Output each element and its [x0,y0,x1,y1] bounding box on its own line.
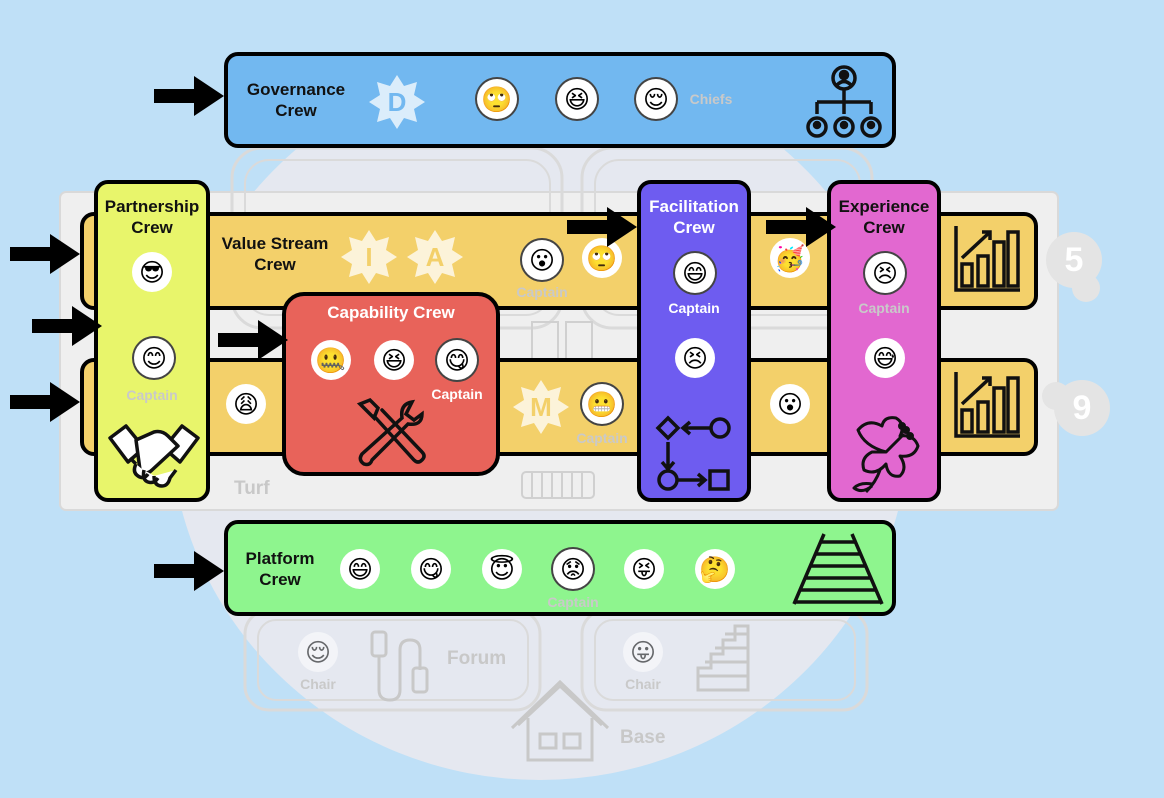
badge-m: M [530,391,552,422]
captain-face: 😟 [553,549,593,589]
badge-star-icon [341,230,397,284]
member-face: 😅 [865,338,905,378]
captain-label: Captain [516,284,568,300]
arrow-right-icon [32,306,102,346]
number-badge-9: 9 [1054,380,1110,436]
cable-icon [370,630,429,702]
member-face: 🤐 [311,340,351,380]
captain-label: Captain [431,386,483,402]
railway-track-icon [792,533,884,605]
arrow-right-icon [10,234,80,274]
badge-star-icon [407,230,463,284]
tools-icon [356,397,426,467]
partnership-title: Partnership Crew [104,197,200,237]
arrow-right-icon [567,207,637,247]
member-face: 😋 [411,549,451,589]
member-face: 😣 [675,338,715,378]
captain-face: 😄 [675,253,715,293]
member-face: 😎 [132,252,172,292]
captain-label: Captain [576,430,628,446]
capability-title: Capability Crew [327,303,455,322]
captain-face: 😊 [134,338,174,378]
value-stream-title: Value Stream Crew [221,234,329,274]
flow-diagram-icon [655,415,731,491]
bar-chart-icon [954,226,1020,292]
turf-label: Turf [234,478,270,499]
member-face: 😇 [482,549,522,589]
arrow-right-icon [218,320,288,360]
captain-label: Captain [858,300,910,316]
chair-label-left: Chair [300,676,336,692]
small-badge [1072,274,1100,302]
arrow-right-icon [766,207,836,247]
captain-label: Captain [126,387,178,403]
facilitation-title: Facilitation Crew [649,197,739,237]
chief-face: 😆 [557,79,597,119]
org-chart-icon [806,65,882,138]
captain-label: Captain [668,300,720,316]
chief-face: 😌 [636,79,676,119]
handshake-icon [108,424,200,488]
bar-chart-icon [954,372,1020,438]
badge-d: D [387,86,407,117]
member-face: 😆 [374,340,414,380]
captain-face: 😮 [522,240,562,280]
member-face: 😝 [624,549,664,589]
badge-a: A [425,241,445,272]
forum-label: Forum [447,648,507,669]
small-badge [1042,382,1070,410]
chair-face-left: 😌 [298,632,338,672]
badge-star-icon [513,380,569,434]
arrow-right-icon [154,76,224,116]
member-face: 😄 [340,549,380,589]
member-face: 😩 [226,384,266,424]
hibiscus-flower-icon [852,416,920,494]
experience-title: Experience Crew [838,197,930,237]
member-face: 🤔 [695,549,735,589]
captain-face: 😬 [582,384,622,424]
capability-crew [282,292,500,476]
platform-title: Platform Crew [245,549,315,589]
base-label: Base [620,727,666,748]
house-icon [510,679,610,762]
member-face: 🥳 [770,238,810,278]
chiefs-label: Chiefs [689,91,733,107]
stairs-icon [696,624,750,692]
captain-face: 😣 [865,253,905,293]
captain-face: 😋 [437,340,477,380]
arrow-right-icon [154,551,224,591]
badge-i: I [365,241,373,272]
member-face: 😮 [770,384,810,424]
chair-face-right: 😛 [623,632,663,672]
captain-label: Captain [547,594,599,610]
governance-title: Governance Crew [246,80,346,120]
arrow-right-icon [10,382,80,422]
badge-star-icon [369,75,425,129]
member-face: 🙄 [582,238,622,278]
radiator-icon [521,471,595,499]
chief-face: 🙄 [477,79,517,119]
chair-label-right: Chair [625,676,661,692]
